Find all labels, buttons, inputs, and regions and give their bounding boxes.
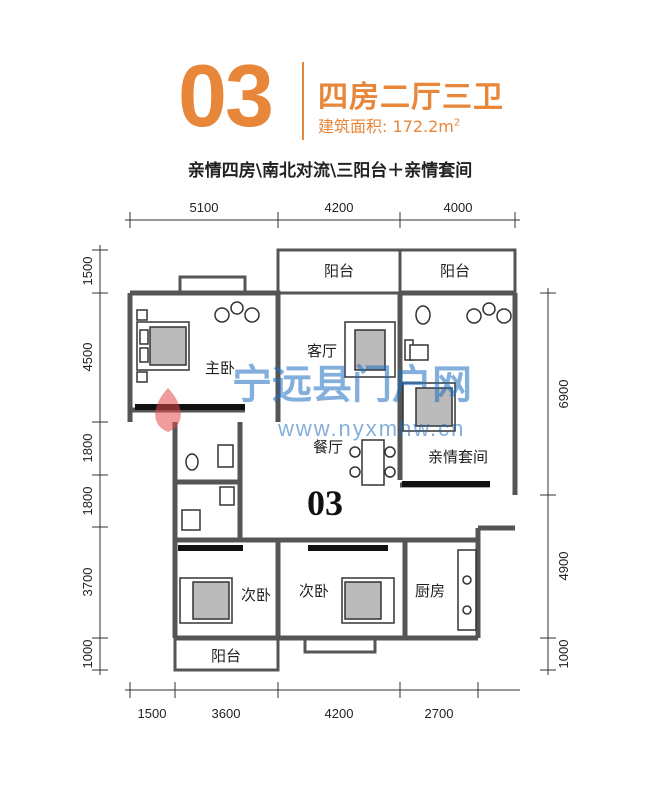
room-balcony-living: 阳台 bbox=[324, 262, 354, 280]
watermark: 宁远县门户网 www.nyxmhw.cn bbox=[155, 362, 472, 441]
room-balcony-bottom: 阳台 bbox=[211, 647, 241, 665]
area-sup: 2 bbox=[453, 117, 461, 129]
room-suite: 亲情套间 bbox=[428, 448, 488, 466]
area-label: 建筑面积: 172.2m2 bbox=[318, 113, 460, 137]
room-dining: 餐厅 bbox=[313, 438, 343, 456]
unit-code: 03 bbox=[178, 46, 274, 145]
dim-left-1: 1500 bbox=[80, 257, 95, 286]
dim-left-2: 4500 bbox=[80, 343, 95, 372]
dim-left-5: 3700 bbox=[80, 568, 95, 597]
tagline: 亲情四房\南北对流\三阳台＋亲情套间 bbox=[187, 161, 473, 181]
dim-right-2: 4900 bbox=[556, 552, 571, 581]
room-balcony-suite: 阳台 bbox=[440, 262, 470, 280]
window-bars bbox=[135, 404, 490, 551]
dim-left-3: 1800 bbox=[80, 434, 95, 463]
dim-top-3: 4000 bbox=[444, 200, 473, 215]
unit-type: 四房二厅三卫 bbox=[318, 80, 504, 115]
plan-label: 03 bbox=[307, 483, 343, 523]
room-bedroom-mid: 次卧 bbox=[299, 582, 329, 600]
room-kitchen: 厨房 bbox=[415, 582, 445, 600]
watermark-logo-icon bbox=[155, 388, 181, 432]
dim-top-2: 4200 bbox=[325, 200, 354, 215]
area-text: 建筑面积: 172.2m bbox=[318, 117, 454, 136]
dim-bottom-3: 4200 bbox=[325, 706, 354, 721]
dim-left-6: 1000 bbox=[80, 640, 95, 669]
dim-right-1: 6900 bbox=[556, 380, 571, 409]
header-divider bbox=[302, 62, 304, 140]
dimension-lines bbox=[92, 212, 556, 698]
room-master-bedroom: 主卧 bbox=[205, 359, 235, 377]
dim-left-4: 1800 bbox=[80, 487, 95, 516]
dim-bottom-4: 2700 bbox=[425, 706, 454, 721]
watermark-url: www.nyxmhw.cn bbox=[277, 416, 465, 441]
room-living: 客厅 bbox=[307, 342, 337, 360]
room-bedroom-left: 次卧 bbox=[241, 586, 271, 604]
dim-bottom-2: 3600 bbox=[212, 706, 241, 721]
dim-bottom-1: 1500 bbox=[138, 706, 167, 721]
furniture bbox=[136, 301, 512, 631]
dim-right-3: 1000 bbox=[556, 640, 571, 669]
dim-top-1: 5100 bbox=[190, 200, 219, 215]
watermark-text: 宁远县门户网 bbox=[232, 362, 472, 408]
